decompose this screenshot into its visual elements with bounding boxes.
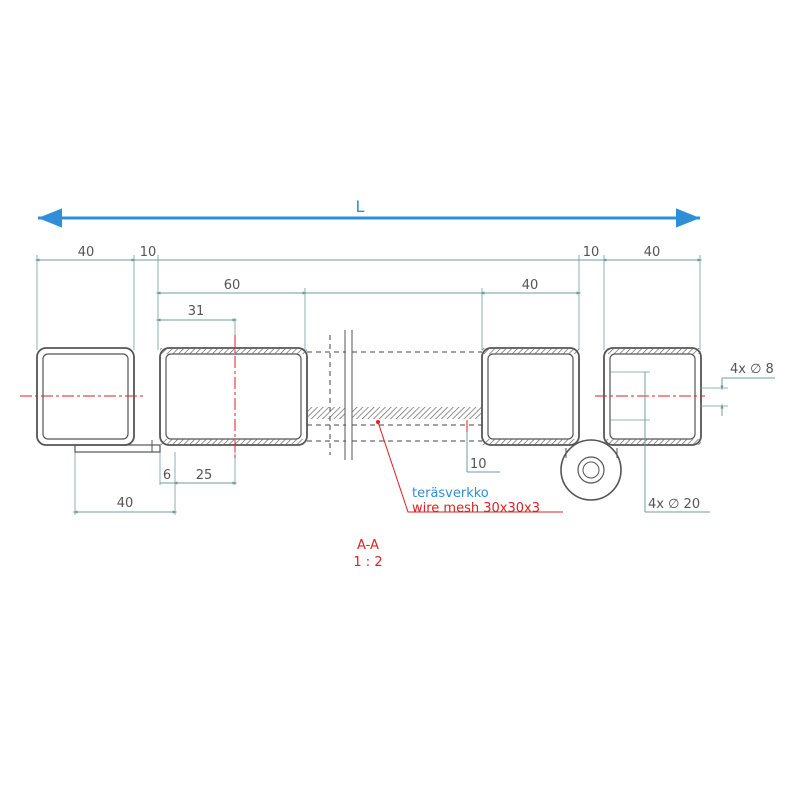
dim-40-right: 40: [644, 245, 661, 260]
tube-center-right: [481, 347, 580, 446]
bottom-plate: [74, 440, 161, 453]
extension-lines: [36, 255, 701, 515]
hidden-lines: [307, 335, 482, 455]
second-dimensions: 60 40: [155, 278, 582, 295]
section-scale: 1 : 2: [353, 555, 382, 570]
mesh-annotation: teräsverkko wire mesh 30x30x3: [376, 420, 563, 516]
center-lines: [20, 335, 705, 458]
overall-length-label: L: [356, 197, 365, 216]
dim-10-mesh: 10: [470, 457, 487, 472]
section-label: A-A 1 : 2: [353, 538, 382, 570]
tube-center-left: [159, 347, 308, 446]
dim-25: 25: [196, 468, 213, 483]
dim-40-bottom: 40: [117, 496, 134, 511]
dim-40-left: 40: [78, 245, 95, 260]
break-lines: [344, 330, 353, 460]
top-dimensions: 40 10 10 40: [34, 245, 703, 262]
dim-holes-large: 4x ∅ 20: [648, 497, 700, 512]
dim-10-left: 10: [140, 245, 157, 260]
dim-6: 6: [163, 468, 171, 483]
dim-40-right-inner: 40: [522, 278, 539, 293]
dim-60: 60: [224, 278, 241, 293]
dim-31: 31: [188, 304, 205, 319]
third-dimensions: 31: [155, 304, 238, 322]
dim-holes-small: 4x ∅ 8: [730, 362, 774, 377]
section-name: A-A: [357, 538, 379, 553]
overall-length-dimension: L: [38, 197, 700, 228]
bottom-dimensions: 6 25 40 10: [72, 432, 500, 514]
annotation-finnish: teräsverkko: [412, 486, 489, 501]
hinge: [560, 439, 622, 501]
annotation-english: wire mesh 30x30x3: [412, 501, 540, 516]
wire-mesh: [307, 407, 482, 419]
hole-dimensions: 4x ∅ 20 4x ∅ 8: [610, 362, 775, 513]
dim-10-right: 10: [583, 245, 600, 260]
